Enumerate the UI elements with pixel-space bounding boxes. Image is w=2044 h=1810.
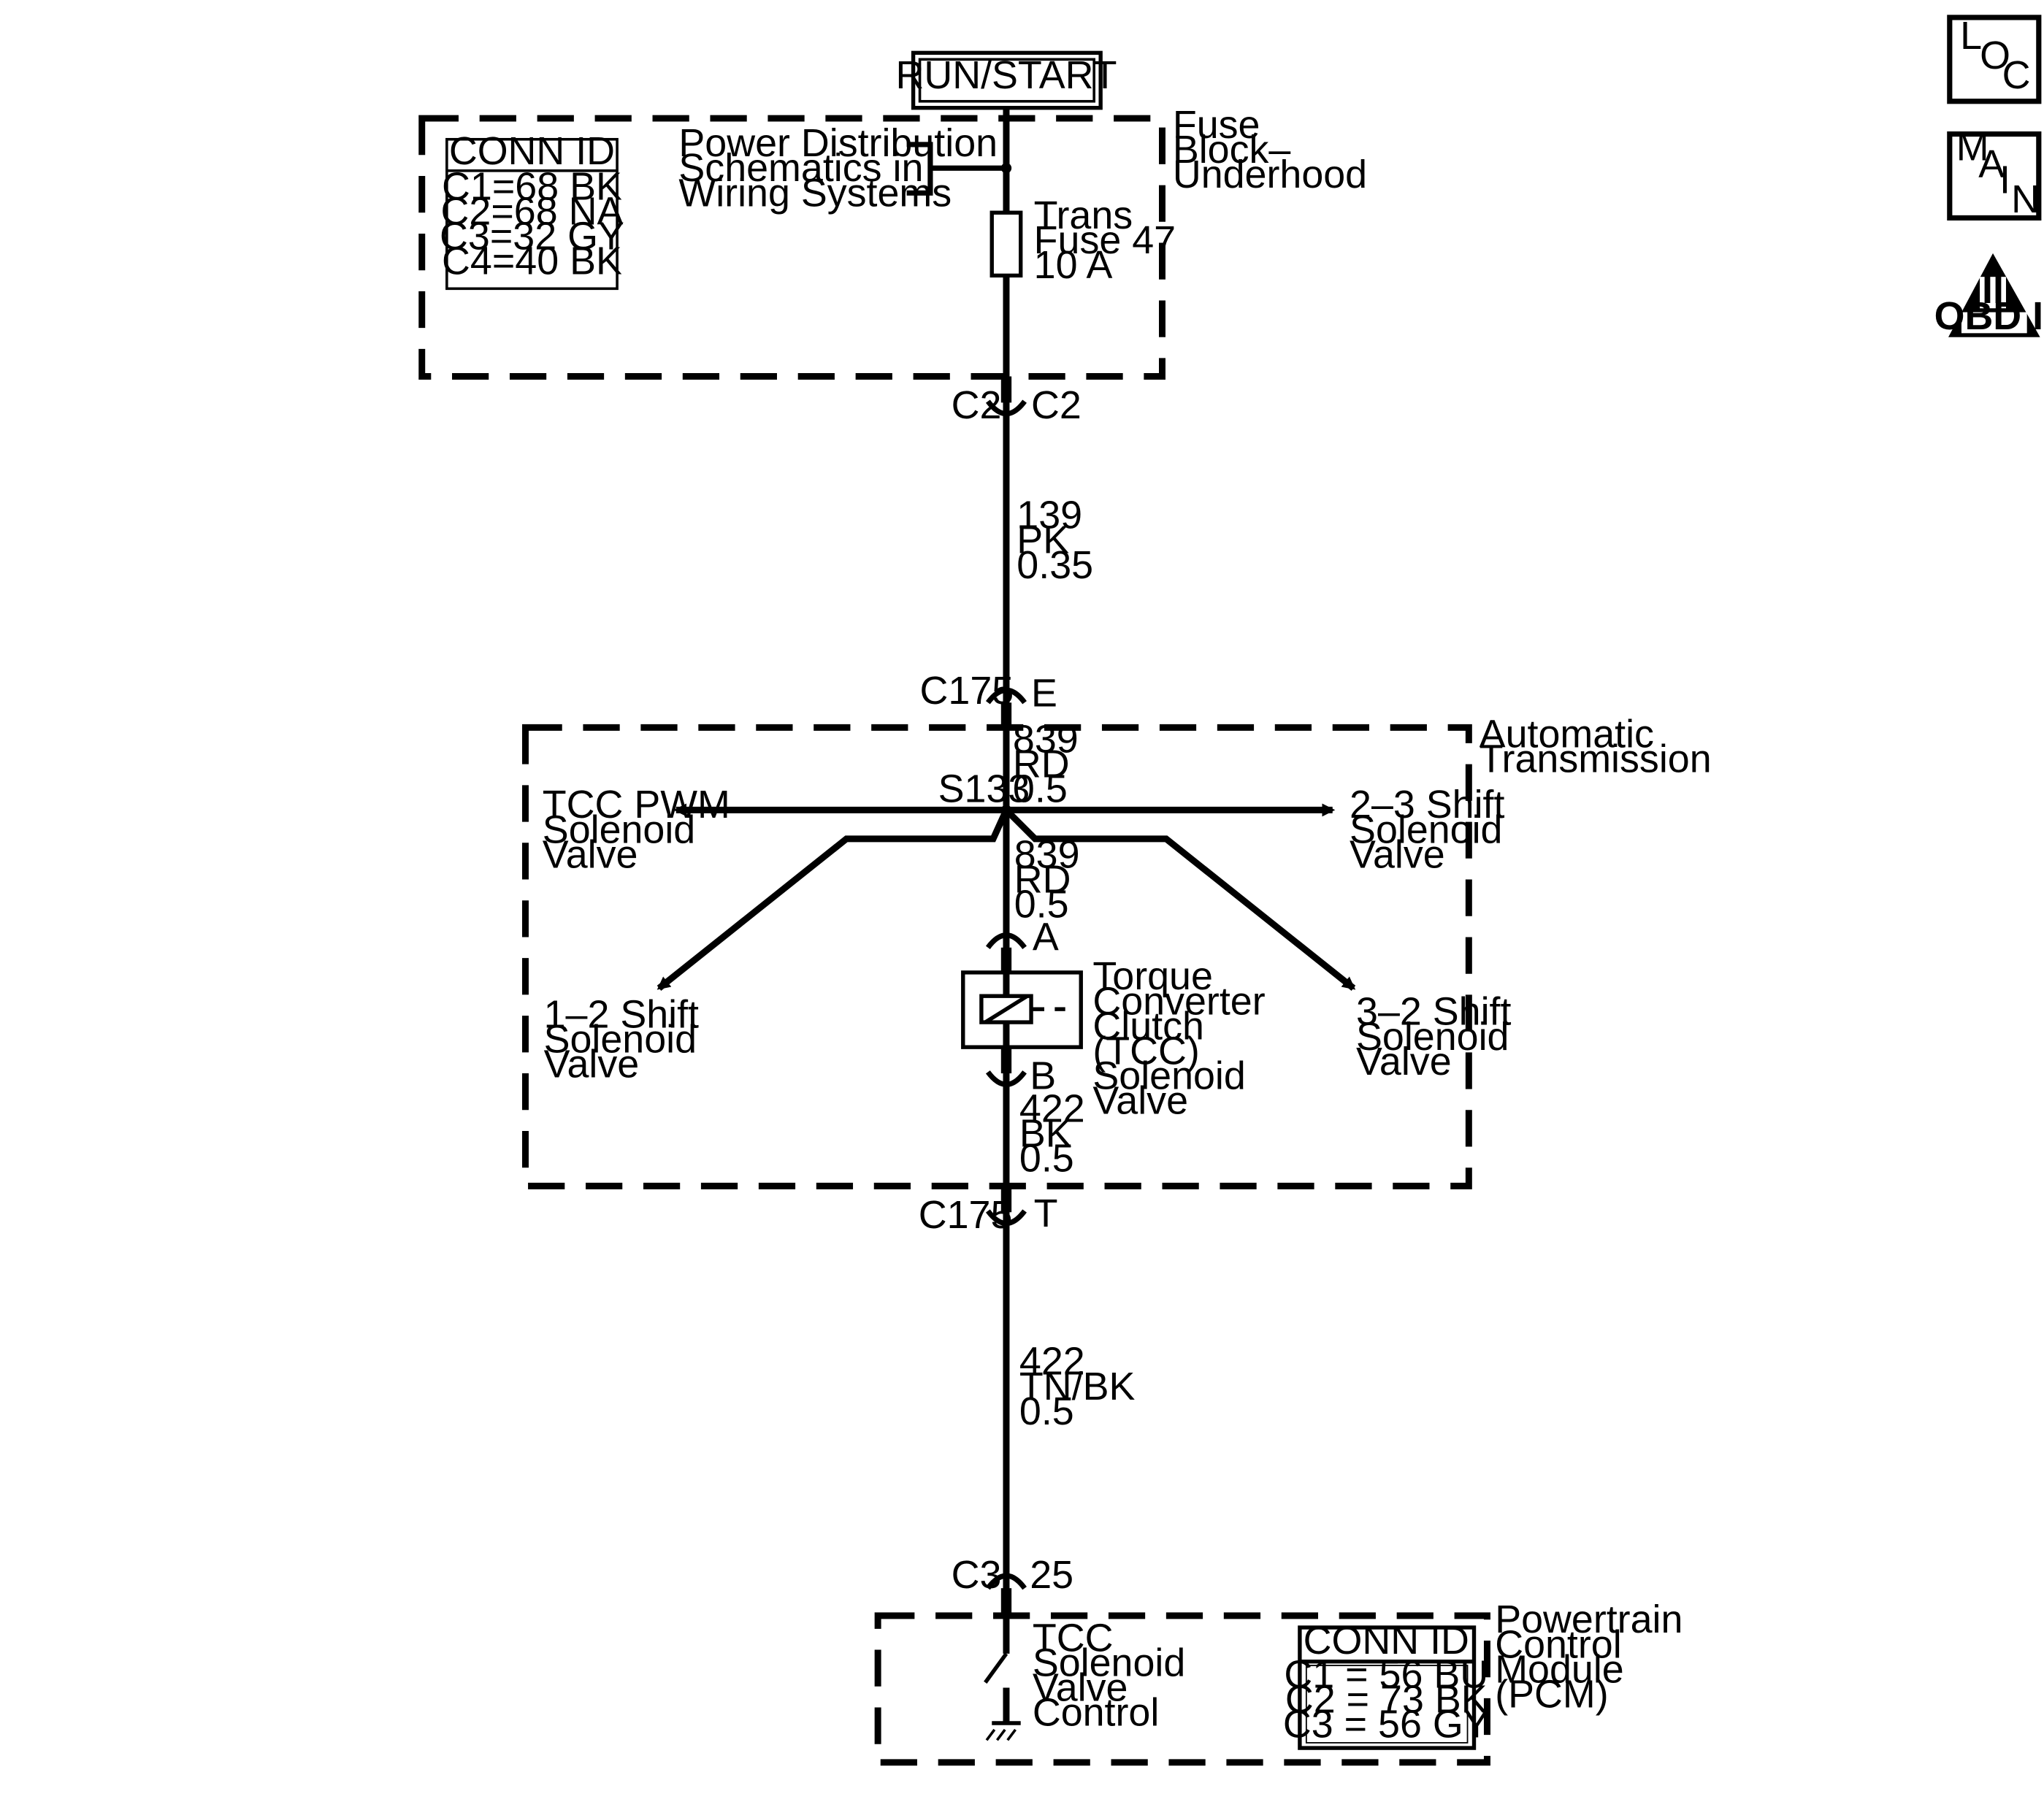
- power-distribution-reference: Power Distribution Schematics in Wiring …: [678, 121, 1012, 215]
- svg-text:C175: C175: [919, 1193, 1013, 1237]
- svg-text:I: I: [1999, 158, 2010, 202]
- wire-839-upper-label: 839 RD 0.5: [1013, 717, 1090, 810]
- connector-c3-pin-25: C3 25: [952, 1553, 1073, 1615]
- connector-pin-b: B: [985, 1047, 1056, 1098]
- svg-text:T: T: [1034, 1192, 1058, 1235]
- svg-text:O: O: [1980, 34, 2010, 77]
- wire-839-lower-label: 839 RD 0.5: [1014, 832, 1091, 926]
- pcm-label: Powertrain Control Module (PCM): [1495, 1598, 1693, 1716]
- run-start-label: RUN/START: [895, 53, 1117, 97]
- loc-icon[interactable]: L O C: [1947, 14, 2042, 104]
- svg-text:S133: S133: [938, 767, 1030, 811]
- svg-text:C175: C175: [920, 669, 1014, 713]
- pcm-conn-id-table: CONN ID C1 = 56 BU C2 = 73 BK C3 = 56 GY: [1283, 1619, 1490, 1750]
- wire-422-tn-bk-label: 422 TN/BK 0.5: [1019, 1340, 1146, 1433]
- tcc-control-switch: TCC Solenoid Valve Control: [984, 1611, 1196, 1741]
- svg-text:A: A: [1978, 142, 2005, 186]
- svg-text:M: M: [1956, 125, 1989, 169]
- automatic-transmission: Automatic Transmission 839 RD 0.5 S133 T…: [522, 712, 1712, 1189]
- connector-c2: C2 C2: [952, 376, 1082, 427]
- shift-1-2-solenoid-label: 1–2 Shift Solenoid Valve: [544, 992, 710, 1086]
- svg-text:C2: C2: [952, 383, 1002, 427]
- tcc-solenoid-label: Torque Converter Clutch (TCC) Solenoid V…: [1092, 954, 1276, 1122]
- connector-pin-a: A: [985, 915, 1059, 974]
- conn-id-entry: C2 = 73 BK: [1285, 1678, 1488, 1722]
- fuse-block-underhood: Fuse Block– Underhood CONN ID C1=68 BK C…: [418, 103, 1367, 380]
- svg-text:OBD II: OBD II: [1934, 294, 2044, 338]
- svg-text:L: L: [1960, 14, 1982, 58]
- powertrain-control-module: Powertrain Control Module (PCM) TCC Sole…: [874, 1598, 1693, 1766]
- svg-text:II: II: [1982, 268, 2004, 312]
- svg-text:Trans Fuse 47: Trans Fuse 47 10 A: [1034, 193, 1187, 287]
- conn-id-entry: C3=32 GY: [440, 214, 624, 258]
- trans-fuse-47: Trans Fuse 47 10 A: [990, 193, 1187, 287]
- svg-text:C: C: [2002, 53, 2031, 97]
- tcc-pwm-solenoid-label: TCC PWM Solenoid Valve: [543, 783, 741, 876]
- splice-s133: S133: [657, 767, 1356, 991]
- automatic-transmission-label: Automatic Transmission: [1480, 712, 1712, 781]
- svg-text:B: B: [1030, 1054, 1056, 1098]
- svg-text:25: 25: [1030, 1553, 1073, 1597]
- conn-id-entry: C4=40 BK: [442, 239, 622, 283]
- svg-text:A: A: [1033, 915, 1059, 959]
- obd-ii-icon[interactable]: II OBD II: [1934, 253, 2044, 338]
- tcc-solenoid-valve: Torque Converter Clutch (TCC) Solenoid V…: [961, 954, 1276, 1123]
- fuse-block-label: Fuse Block– Underhood: [1173, 103, 1367, 196]
- wire-422-bk-label: 422 BK 0.5: [1019, 1086, 1096, 1180]
- conn-id-entry: C3 = 56 GY: [1283, 1703, 1490, 1746]
- svg-text:C2: C2: [1031, 383, 1082, 427]
- shift-3-2-solenoid-label: 3–2 Shift Solenoid Valve: [1356, 990, 1522, 1084]
- conn-id-entry: C1=68 BK: [442, 164, 622, 208]
- wire-139-label: 139 PK 0.35: [1017, 494, 1093, 587]
- run-start-power-source: RUN/START: [895, 50, 1117, 110]
- svg-text:N: N: [2011, 177, 2040, 221]
- svg-text:Power Distribution Sch: Power Distribution Schematics in Wiring …: [678, 121, 1008, 215]
- connector-c175-bottom: C175 T: [919, 1186, 1058, 1237]
- shift-2-3-solenoid-label: 2–3 Shift Solenoid Valve: [1350, 783, 1515, 876]
- svg-text:C3: C3: [952, 1553, 1002, 1597]
- fuse-block-conn-id-table: CONN ID C1=68 BK C2=68 NA C3=32 GY C4=40…: [440, 129, 624, 291]
- conn-id-entry: C1 = 56 BU: [1284, 1653, 1488, 1697]
- tcc-control-label: TCC Solenoid Valve Control: [1033, 1616, 1196, 1734]
- conn-id-title: CONN ID: [449, 129, 615, 173]
- svg-text:E: E: [1031, 672, 1057, 716]
- connector-c175-top: C175 E: [920, 669, 1057, 729]
- conn-id-entry: C2=68 NA: [441, 189, 624, 233]
- main-icon[interactable]: M A I N: [1947, 125, 2042, 221]
- conn-id-title: CONN ID: [1304, 1619, 1469, 1663]
